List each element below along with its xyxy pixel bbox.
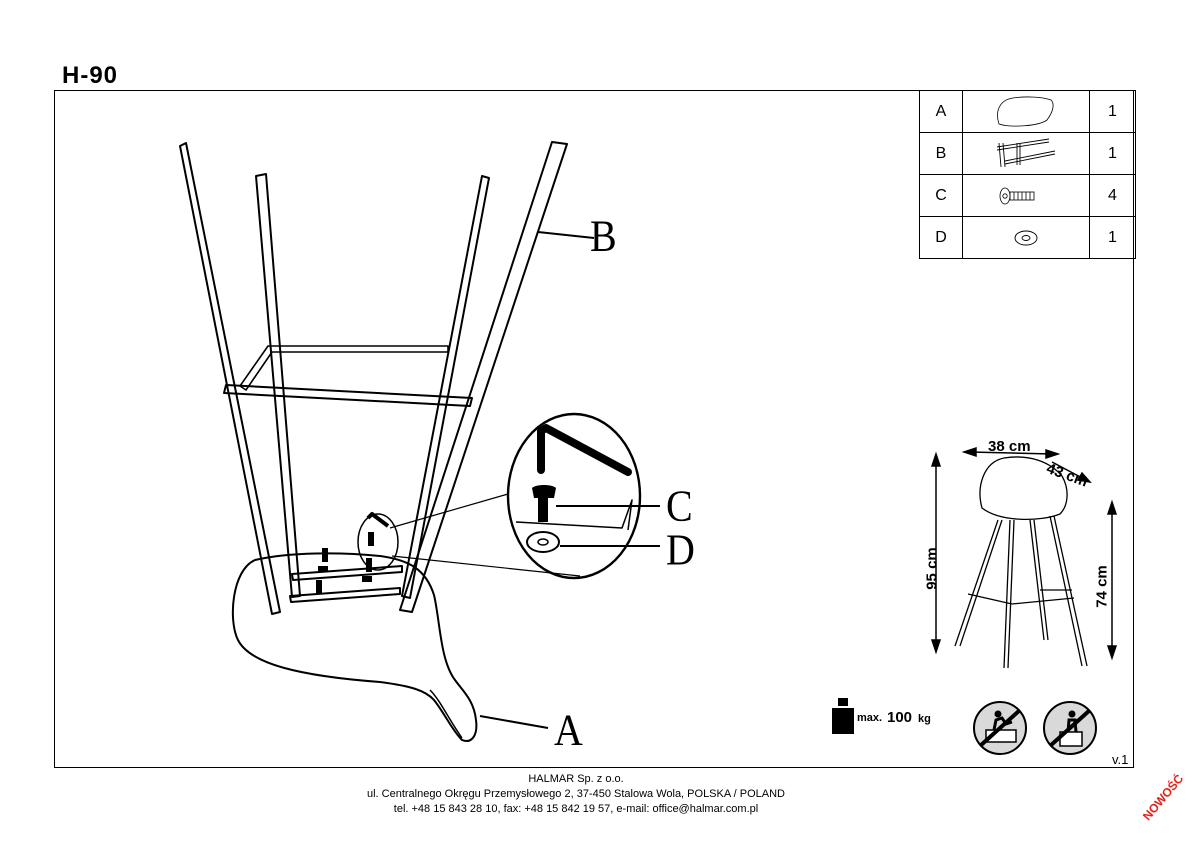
detail-ring bbox=[357, 513, 399, 571]
hex-key-icon bbox=[537, 424, 632, 476]
seat-shell-icon bbox=[962, 90, 1090, 133]
washer-icon bbox=[962, 216, 1090, 259]
part-qty: 1 bbox=[1089, 216, 1136, 259]
part-qty: 1 bbox=[1089, 90, 1136, 133]
assembly-drawing bbox=[179, 141, 660, 742]
parts-row: D 1 bbox=[919, 216, 1136, 259]
parts-table: A 1 B 1 C bbox=[919, 90, 1136, 259]
part-letter: B bbox=[919, 132, 963, 175]
footer-contact: tel. +48 15 843 28 10, fax: +48 15 842 1… bbox=[393, 803, 759, 815]
no-climbing-icon bbox=[1043, 701, 1097, 755]
footer-company: HALMAR Sp. z o.o. bbox=[528, 773, 624, 785]
part-letter: A bbox=[919, 90, 963, 133]
instruction-frame bbox=[54, 90, 1134, 768]
footrest-rail bbox=[223, 384, 473, 407]
parts-row: C 4 bbox=[919, 174, 1136, 217]
leg-front-left bbox=[255, 173, 301, 598]
callout-b: B bbox=[590, 210, 617, 261]
dimension-height: 95 cm bbox=[923, 547, 941, 590]
callout-d: D bbox=[666, 524, 695, 575]
leg-frame-icon bbox=[962, 132, 1090, 175]
version-label: v.1 bbox=[1112, 752, 1129, 767]
part-qty: 4 bbox=[1089, 174, 1136, 217]
leg-back-left bbox=[179, 142, 281, 615]
max-load-value: 100 bbox=[887, 709, 913, 726]
leg-back-right bbox=[399, 141, 568, 613]
callout-a: A bbox=[554, 704, 583, 755]
model-title: H-90 bbox=[62, 62, 119, 89]
dimension-width: 38 cm bbox=[988, 438, 1031, 455]
max-load-label: max. bbox=[857, 712, 883, 724]
weight-icon bbox=[832, 698, 854, 734]
callout-c: C bbox=[666, 480, 693, 531]
zoom-circle bbox=[506, 412, 642, 580]
no-standing-on-seat-icon bbox=[973, 701, 1027, 755]
parts-row: A 1 bbox=[919, 90, 1136, 133]
part-letter: D bbox=[919, 216, 963, 259]
leg-front-right bbox=[401, 175, 490, 599]
footer-address: ul. Centralnego Okręgu Przemysłowego 2, … bbox=[366, 788, 785, 800]
part-letter: C bbox=[919, 174, 963, 217]
parts-row: B 1 bbox=[919, 132, 1136, 175]
max-load-unit: kg bbox=[918, 713, 931, 725]
seat-shell bbox=[231, 552, 478, 742]
footer: HALMAR Sp. z o.o. ul. Centralnego Okręgu… bbox=[0, 772, 1152, 817]
footrest-rail-back bbox=[239, 345, 449, 391]
dimension-seat-height: 74 cm bbox=[1093, 565, 1111, 608]
dimensions-drawing bbox=[930, 446, 1118, 669]
bolt-icon bbox=[962, 174, 1090, 217]
part-qty: 1 bbox=[1089, 132, 1136, 175]
